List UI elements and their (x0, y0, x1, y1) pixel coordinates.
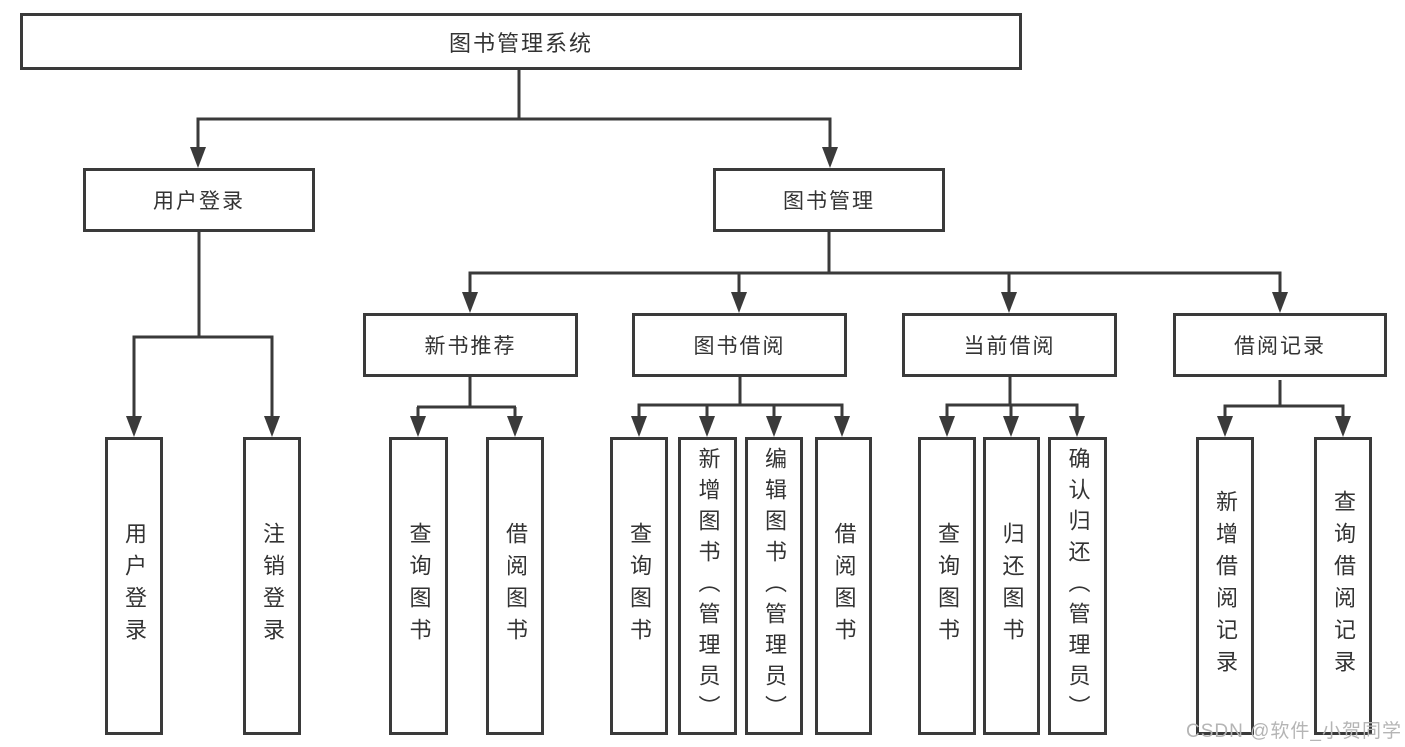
node-root-system: 图书管理系统 (20, 13, 1022, 70)
node-current-borrow-label: 当前借阅 (963, 335, 1056, 358)
node-user-login-label: 用户登录 (153, 190, 245, 213)
node-book-management-label: 图书管理 (783, 190, 875, 213)
leaf-borrow-book: 借阅图书 (815, 437, 872, 735)
leaf-user-login-label: 用户登录 (122, 522, 147, 650)
node-book-borrow: 图书借阅 (632, 313, 847, 377)
node-new-book-recommend: 新书推荐 (363, 313, 578, 377)
leaf-add-book-admin: 新增图书（管理员） (678, 437, 737, 735)
leaf-query-borrow-record: 查询借阅记录 (1314, 437, 1372, 735)
leaf-newbook-query-label: 查询图书 (406, 522, 432, 650)
leaf-newbook-borrow: 借阅图书 (486, 437, 544, 735)
leaf-confirm-return-admin: 确认归还（管理员） (1048, 437, 1107, 735)
leaf-borrow-query: 查询图书 (610, 437, 668, 735)
leaf-edit-book-admin: 编辑图书（管理员） (745, 437, 803, 735)
node-current-borrow: 当前借阅 (902, 313, 1117, 377)
leaf-return-book: 归还图书 (983, 437, 1040, 735)
node-borrow-record-label: 借阅记录 (1234, 335, 1326, 358)
leaf-logout: 注销登录 (243, 437, 301, 735)
leaf-borrow-query-label: 查询图书 (627, 522, 652, 650)
leaf-query-borrow-record-label: 查询借阅记录 (1331, 490, 1356, 682)
leaf-user-login: 用户登录 (105, 437, 163, 735)
leaf-current-query-label: 查询图书 (935, 522, 960, 650)
leaf-add-borrow-record: 新增借阅记录 (1196, 437, 1254, 735)
leaf-borrow-book-label: 借阅图书 (831, 522, 857, 650)
leaf-logout-label: 注销登录 (260, 522, 285, 650)
node-borrow-record: 借阅记录 (1173, 313, 1387, 377)
node-book-borrow-label: 图书借阅 (693, 335, 786, 358)
node-user-login: 用户登录 (83, 168, 315, 232)
leaf-add-borrow-record-label: 新增借阅记录 (1213, 490, 1238, 682)
leaf-newbook-borrow-label: 借阅图书 (503, 522, 528, 650)
node-root-label: 图书管理系统 (448, 30, 593, 56)
node-new-book-recommend-label: 新书推荐 (424, 335, 517, 358)
leaf-add-book-admin-label: 新增图书（管理员） (695, 446, 721, 726)
csdn-watermark: CSDN @软件_小贺同学 (1186, 721, 1402, 742)
leaf-confirm-return-admin-label: 确认归还（管理员） (1065, 446, 1091, 726)
node-book-management: 图书管理 (713, 168, 945, 232)
leaf-newbook-query: 查询图书 (389, 437, 448, 735)
leaf-return-book-label: 归还图书 (999, 522, 1025, 650)
leaf-current-query: 查询图书 (918, 437, 976, 735)
leaf-edit-book-admin-label: 编辑图书（管理员） (762, 446, 787, 726)
